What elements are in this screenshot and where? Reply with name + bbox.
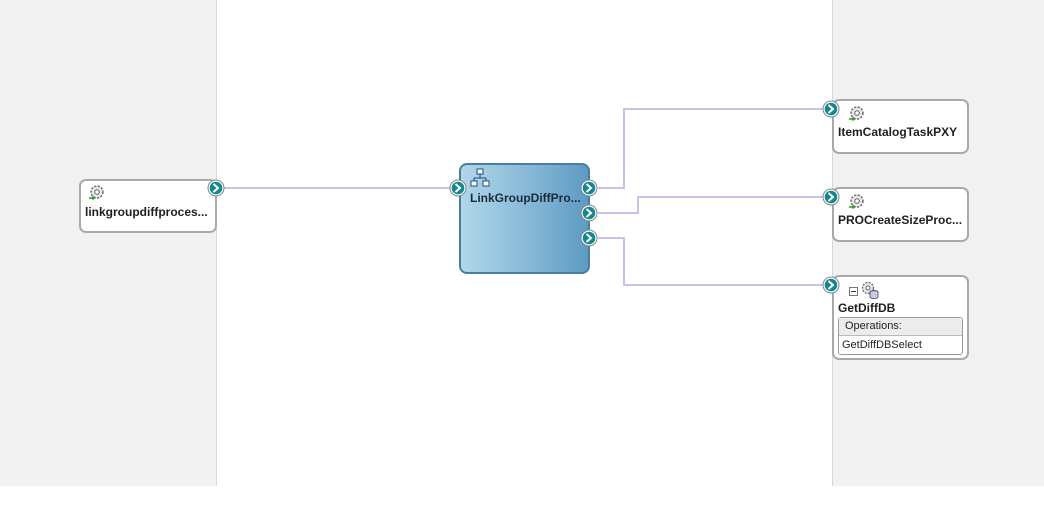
- operation-item[interactable]: GetDiffDBSelect: [842, 339, 922, 351]
- mediator-in-port[interactable]: [449, 179, 467, 197]
- operations-header: Operations:: [839, 318, 962, 336]
- reference-port-1[interactable]: [822, 100, 840, 118]
- mediator-label: LinkGroupDiffPro...: [470, 191, 581, 205]
- collapse-icon[interactable]: [849, 287, 858, 296]
- reference-node-procreatesizeproc[interactable]: PROCreateSizeProc...: [832, 187, 969, 242]
- wire-mediator-to-itemcatalog: [598, 108, 823, 189]
- service-label: linkgroupdiffproces...: [85, 205, 208, 219]
- db-adapter-icon: [861, 281, 879, 299]
- wire-mediator-to-procreate: [598, 196, 823, 214]
- composite-canvas[interactable]: linkgroupdiffproces... LinkGroupDiffPro.…: [0, 0, 1044, 486]
- reference-label: GetDiffDB: [838, 301, 896, 315]
- reference-label: PROCreateSizeProc...: [838, 213, 963, 227]
- gear-icon: [849, 194, 864, 210]
- mediator-out-port-2[interactable]: [580, 204, 598, 222]
- reference-node-itemcatalogtaskpxy[interactable]: ItemCatalogTaskPXY: [832, 99, 969, 154]
- reference-port-2[interactable]: [822, 188, 840, 206]
- wire-mediator-to-getdiffdb: [598, 237, 823, 286]
- reference-node-getdiffdb[interactable]: GetDiffDB Operations: GetDiffDBSelect: [832, 275, 969, 360]
- mediator-out-port-3[interactable]: [580, 229, 598, 247]
- gear-icon: [849, 106, 864, 122]
- reference-label: ItemCatalogTaskPXY: [838, 125, 958, 139]
- mediator-component[interactable]: LinkGroupDiffPro...: [459, 163, 590, 274]
- service-port[interactable]: [207, 179, 225, 197]
- exposed-services-lane: [0, 0, 217, 486]
- bottom-strip: [0, 486, 1044, 513]
- service-node-linkgroupdiffprocess[interactable]: linkgroupdiffproces...: [79, 179, 217, 233]
- operations-box: Operations: GetDiffDBSelect: [838, 317, 963, 355]
- reference-port-3[interactable]: [822, 276, 840, 294]
- gear-icon: [89, 185, 104, 201]
- mediator-out-port-1[interactable]: [580, 179, 598, 197]
- external-references-lane: [832, 0, 1044, 486]
- hierarchy-icon: [470, 168, 490, 187]
